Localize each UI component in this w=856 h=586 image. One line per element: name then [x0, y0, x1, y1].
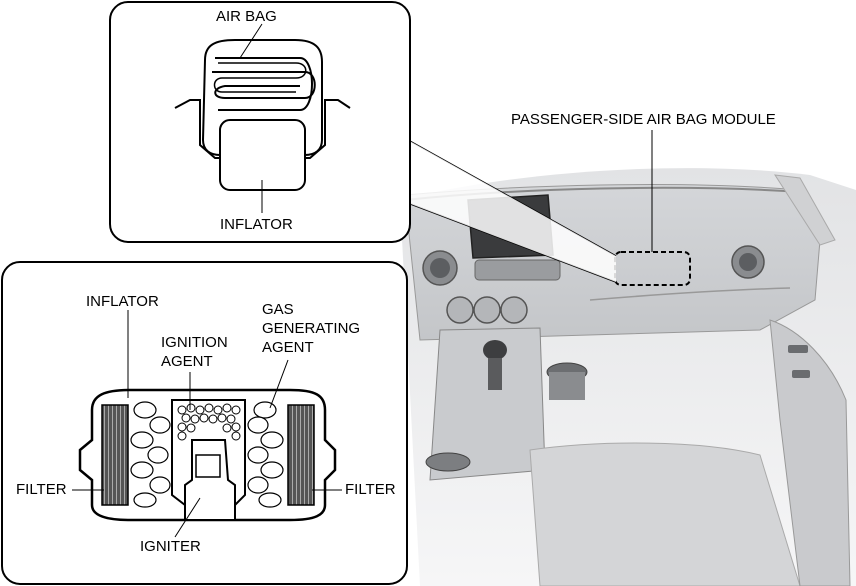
airbag-module-detail-box — [109, 1, 411, 243]
gas-generating-agent-label-line1: GAS — [262, 301, 294, 318]
passenger-airbag-module-label: PASSENGER-SIDE AIR BAG MODULE — [511, 111, 776, 128]
inflator-detail-label: INFLATOR — [86, 293, 159, 310]
car-interior-illustration — [400, 168, 856, 586]
gas-generating-agent-label-line2: GENERATING — [262, 320, 361, 337]
igniter-label: IGNITER — [140, 538, 201, 555]
inflator-top-label: INFLATOR — [220, 216, 293, 233]
ignition-agent-label-line1: IGNITION — [161, 334, 228, 351]
gas-generating-agent-label-line3: AGENT — [262, 339, 314, 356]
filter-left-label: FILTER — [16, 481, 67, 498]
filter-right-label: FILTER — [345, 481, 396, 498]
ignition-agent-label-line2: AGENT — [161, 353, 213, 370]
air-bag-label: AIR BAG — [216, 8, 277, 25]
inflator-cross-section-box — [1, 261, 408, 585]
